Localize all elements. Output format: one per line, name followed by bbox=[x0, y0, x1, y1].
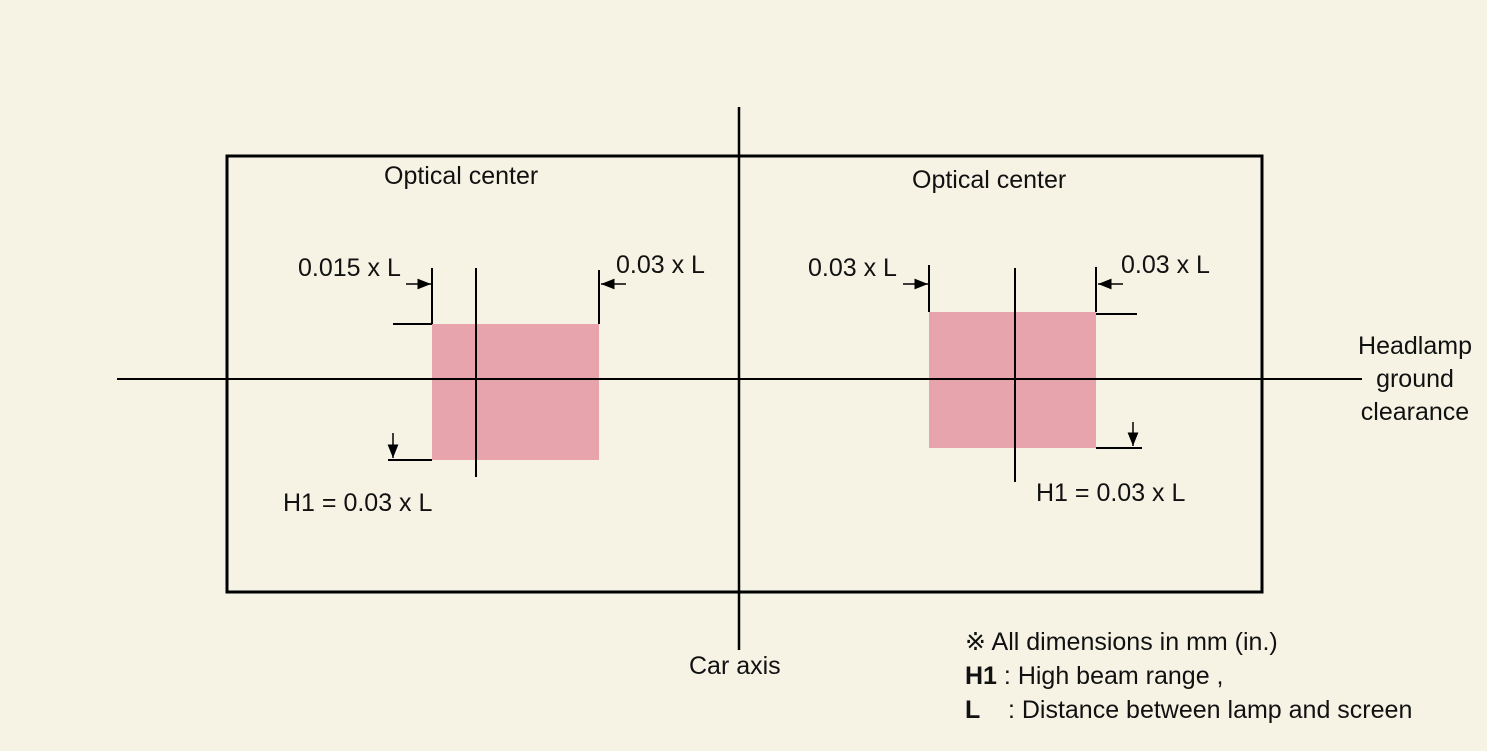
headlamp-label-line-3: clearance bbox=[1360, 398, 1470, 426]
h1-legend-key: H1 bbox=[965, 662, 997, 690]
h1-left-label: H1 = 0.03 x L bbox=[283, 489, 433, 517]
dimensions-note-text: All dimensions in mm (in.) bbox=[991, 628, 1278, 656]
reference-mark-icon: ※ bbox=[965, 628, 986, 656]
right-width-label: 0.03 x L bbox=[1121, 251, 1210, 279]
optical-center-right-label: Optical center bbox=[912, 166, 1067, 194]
h1-right-label: H1 = 0.03 x L bbox=[1036, 479, 1186, 507]
dimensions-note: ※ All dimensions in mm (in.) bbox=[965, 630, 1278, 655]
screen-frame bbox=[225, 154, 1264, 594]
l-legend: L : Distance between lamp and screen bbox=[965, 698, 1412, 723]
h1-legend-desc: : High beam range , bbox=[1003, 662, 1224, 690]
optical-center-left-label: Optical center bbox=[384, 162, 539, 190]
l-legend-key: L bbox=[965, 696, 981, 724]
headlamp-label-line-1: Headlamp bbox=[1358, 332, 1472, 360]
left-width-label: 0.03 x L bbox=[616, 251, 705, 279]
h1-legend: H1 : High beam range , bbox=[965, 664, 1224, 689]
headlamp-ground-clearance-label: Headlamp ground clearance bbox=[1340, 330, 1487, 429]
right-offset-label: 0.03 x L bbox=[808, 254, 897, 282]
headlamp-label-line-2: ground bbox=[1376, 365, 1454, 393]
car-axis-label: Car axis bbox=[689, 652, 781, 680]
l-legend-desc: : Distance between lamp and screen bbox=[1007, 696, 1413, 724]
left-aim-zone bbox=[432, 324, 599, 460]
left-offset-label: 0.015 x L bbox=[298, 254, 401, 282]
